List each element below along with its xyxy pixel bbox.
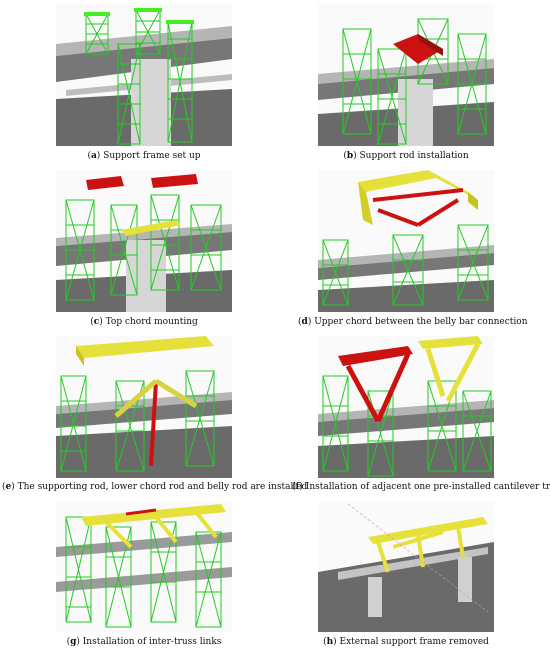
panel-a-image — [56, 4, 232, 146]
upper-chord-frame — [358, 170, 436, 192]
support-towers — [85, 9, 193, 145]
top-frame — [76, 336, 214, 358]
caption-a: (a) Support frame set up — [87, 151, 201, 161]
panel-f-image — [318, 336, 494, 478]
deck-beam — [338, 547, 488, 580]
panel-b-image — [318, 4, 494, 146]
belly-bars — [372, 188, 464, 227]
top-chord-left — [86, 176, 124, 190]
belly-rod — [121, 220, 181, 236]
panel-g-image — [56, 502, 232, 632]
pier-right — [458, 557, 472, 602]
caption-f: (f) Installation of adjacent one pre-ins… — [292, 482, 550, 492]
panel-b — [318, 4, 494, 146]
truss-top — [81, 504, 226, 526]
panel-c-image — [56, 170, 232, 312]
panel-f — [318, 336, 494, 478]
panel-h-image — [318, 502, 494, 632]
caption-d: (d) Upper chord between the belly bar co… — [298, 317, 528, 327]
panel-d — [318, 170, 494, 312]
tower-caps — [84, 8, 194, 24]
pier-left — [368, 577, 382, 617]
caption-b: (b) Support rod installation — [343, 151, 469, 161]
panel-a — [56, 4, 232, 146]
caption-g: (g) Installation of inter-truss links — [66, 637, 222, 647]
panel-e-image — [56, 336, 232, 478]
top-chord-right — [151, 174, 198, 188]
upper-deck-top — [56, 26, 232, 56]
yellow-truss — [418, 336, 483, 349]
truss-upper — [368, 517, 488, 544]
caption-c: (c) Top chord mounting — [90, 317, 198, 327]
panel-d-image — [318, 170, 494, 312]
panel-e — [56, 336, 232, 478]
inter-truss-links — [125, 508, 157, 516]
panel-g — [56, 502, 232, 632]
red-truss — [338, 346, 413, 366]
panel-h — [318, 502, 494, 632]
caption-e: (e) The supporting rod, lower chord rod … — [2, 482, 308, 492]
panel-c — [56, 170, 232, 312]
pier — [131, 59, 171, 146]
caption-h: (h) External support frame removed — [323, 637, 489, 647]
